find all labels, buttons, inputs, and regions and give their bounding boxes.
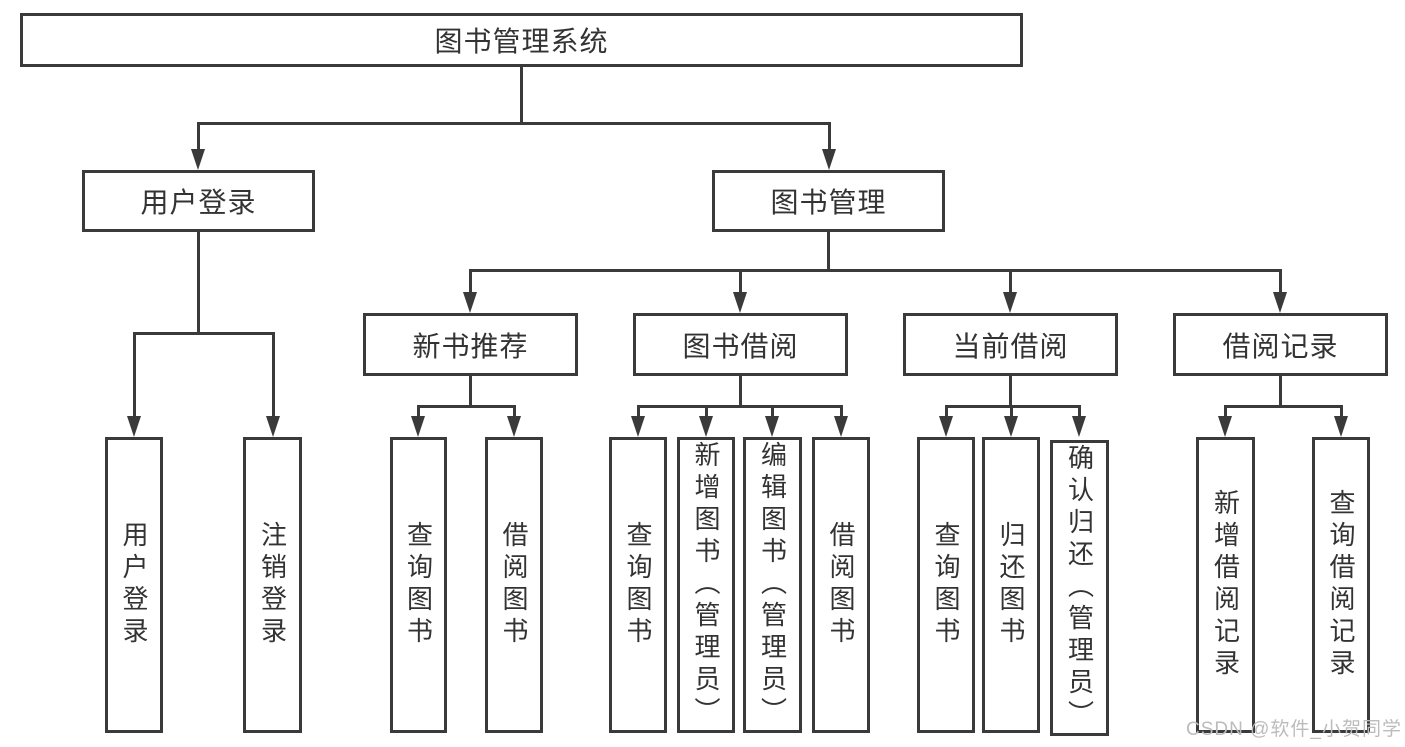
arrow-down-icon [411,416,425,437]
node-new-book-recommend: 新书推荐 [363,313,578,376]
connector-line [944,405,1081,408]
connector-line [1008,376,1012,408]
connector-line [468,269,472,294]
connector-line [1223,405,1343,408]
connector-line [132,332,275,335]
connector-line [770,405,774,418]
connector-line [196,122,200,151]
node-leaf-borrow-book: 借阅图书 [812,437,870,733]
node-label-leaf-edit-book-admin: 编辑图书（管理员） [757,441,788,729]
connector-line [1009,405,1013,418]
connector-line [636,405,843,408]
arrow-down-icon [266,416,280,437]
node-leaf-query-borrow-record: 查询借阅记录 [1312,437,1370,733]
connector-line [416,405,516,408]
node-leaf-query-book-recommend: 查询图书 [390,437,447,733]
node-label-book-management: 图书管理 [770,187,887,218]
node-label-leaf-user-login: 用户登录 [119,521,149,649]
arrow-down-icon [733,292,747,313]
node-label-leaf-add-borrow-record: 新增借阅记录 [1210,489,1241,681]
node-label-leaf-query-book-recommend: 查询图书 [403,521,434,649]
node-leaf-return-book: 归还图书 [982,437,1040,733]
connector-line [512,405,516,418]
node-leaf-edit-book-admin: 编辑图书（管理员） [743,437,802,733]
connector-line [738,376,742,408]
node-label-borrow-records: 借阅记录 [1222,330,1339,362]
node-label-leaf-return-book: 归还图书 [996,521,1026,649]
node-leaf-user-login: 用户登录 [105,437,163,733]
connector-line [271,332,275,418]
node-root: 图书管理系统 [20,13,1023,67]
node-label-leaf-borrow-book: 借阅图书 [826,521,856,649]
connector-line [636,405,640,418]
csdn-watermark: CSDN @软件_小贺同学 [1186,719,1402,740]
connector-line [196,122,831,125]
connector-line [1278,376,1282,408]
node-leaf-confirm-return-admin: 确认归还（管理员） [1050,440,1109,736]
node-label-leaf-query-book-current: 查询图书 [931,521,961,649]
node-label-root: 图书管理系统 [434,26,609,57]
node-label-leaf-query-book-borrow: 查询图书 [623,521,653,649]
node-label-new-book-recommend: 新书推荐 [412,330,529,362]
node-leaf-borrow-book-recommend: 借阅图书 [485,437,543,733]
arrow-down-icon [191,149,205,170]
node-label-book-borrow: 图书借阅 [682,330,799,362]
connector-line [416,405,420,418]
node-borrow-records: 借阅记录 [1173,313,1388,376]
node-label-current-borrow: 当前借阅 [952,330,1069,362]
node-label-leaf-logout: 注销登录 [257,521,288,649]
node-label-leaf-query-borrow-record: 查询借阅记录 [1326,489,1356,681]
arrow-down-icon [699,416,713,437]
connector-line [1339,405,1343,418]
connector-line [738,269,742,294]
arrow-down-icon [1218,416,1232,437]
node-leaf-add-borrow-record: 新增借阅记录 [1196,437,1255,733]
arrow-down-icon [463,292,477,313]
arrow-down-icon [822,149,836,170]
arrow-down-icon [765,416,779,437]
node-user-login-module: 用户登录 [82,170,315,232]
connector-line [196,232,200,335]
node-label-leaf-confirm-return-admin: 确认归还（管理员） [1064,444,1095,732]
connector-line [1223,405,1227,418]
node-leaf-add-book-admin: 新增图书（管理员） [677,437,735,733]
connector-line [839,405,843,418]
connector-line [826,232,830,272]
arrow-down-icon [631,416,645,437]
arrow-down-icon [507,416,521,437]
arrow-down-icon [1004,416,1018,437]
arrow-down-icon [1334,416,1348,437]
node-label-leaf-add-book-admin: 新增图书（管理员） [691,441,721,729]
node-book-management: 图书管理 [712,170,945,232]
connector-line [1008,269,1012,294]
connector-line [519,67,523,125]
node-book-borrow: 图书借阅 [633,313,848,376]
node-leaf-query-book-borrow: 查询图书 [609,437,667,733]
node-label-user-login-module: 用户登录 [140,187,257,218]
node-leaf-logout: 注销登录 [243,437,302,733]
connector-line [1077,405,1081,418]
arrow-down-icon [1003,292,1017,313]
arrow-down-icon [127,416,141,437]
connector-line [944,405,948,418]
arrow-down-icon [1273,292,1287,313]
connector-line [827,122,831,151]
connector-line [704,405,708,418]
node-label-leaf-borrow-book-recommend: 借阅图书 [499,521,529,649]
connector-line [1278,269,1282,294]
node-current-borrow: 当前借阅 [903,313,1118,376]
connector-line [468,376,472,408]
arrow-down-icon [939,416,953,437]
arrow-down-icon [1072,416,1086,437]
arrow-down-icon [834,416,848,437]
node-leaf-query-book-current: 查询图书 [917,437,975,733]
connector-line [132,332,136,418]
connector-line [468,269,1282,272]
